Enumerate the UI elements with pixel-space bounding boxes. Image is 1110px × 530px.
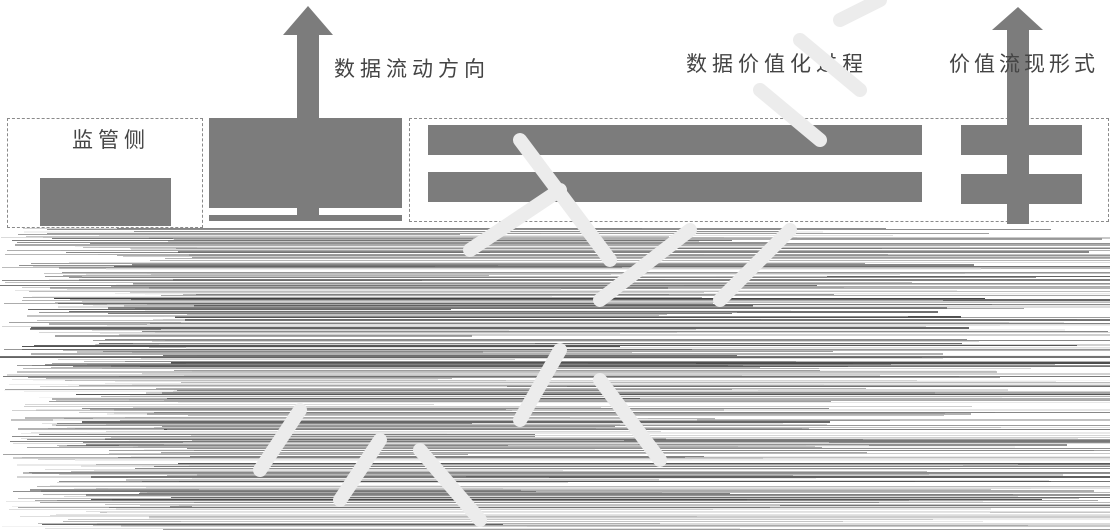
value-process-label: 数据价值化过程 — [686, 52, 868, 76]
up-arrow-icon — [992, 7, 1043, 224]
regulator-block — [40, 178, 171, 226]
arrows-layer — [283, 6, 1043, 224]
up-arrow-icon — [283, 6, 333, 220]
scanline-artifact-area — [0, 228, 1110, 530]
regulator-side-label: 监管侧 — [72, 128, 150, 152]
value-form-label: 价值流现形式 — [949, 52, 1099, 76]
flow-direction-label: 数据流动方向 — [334, 57, 490, 81]
regulator-region — [7, 118, 203, 228]
